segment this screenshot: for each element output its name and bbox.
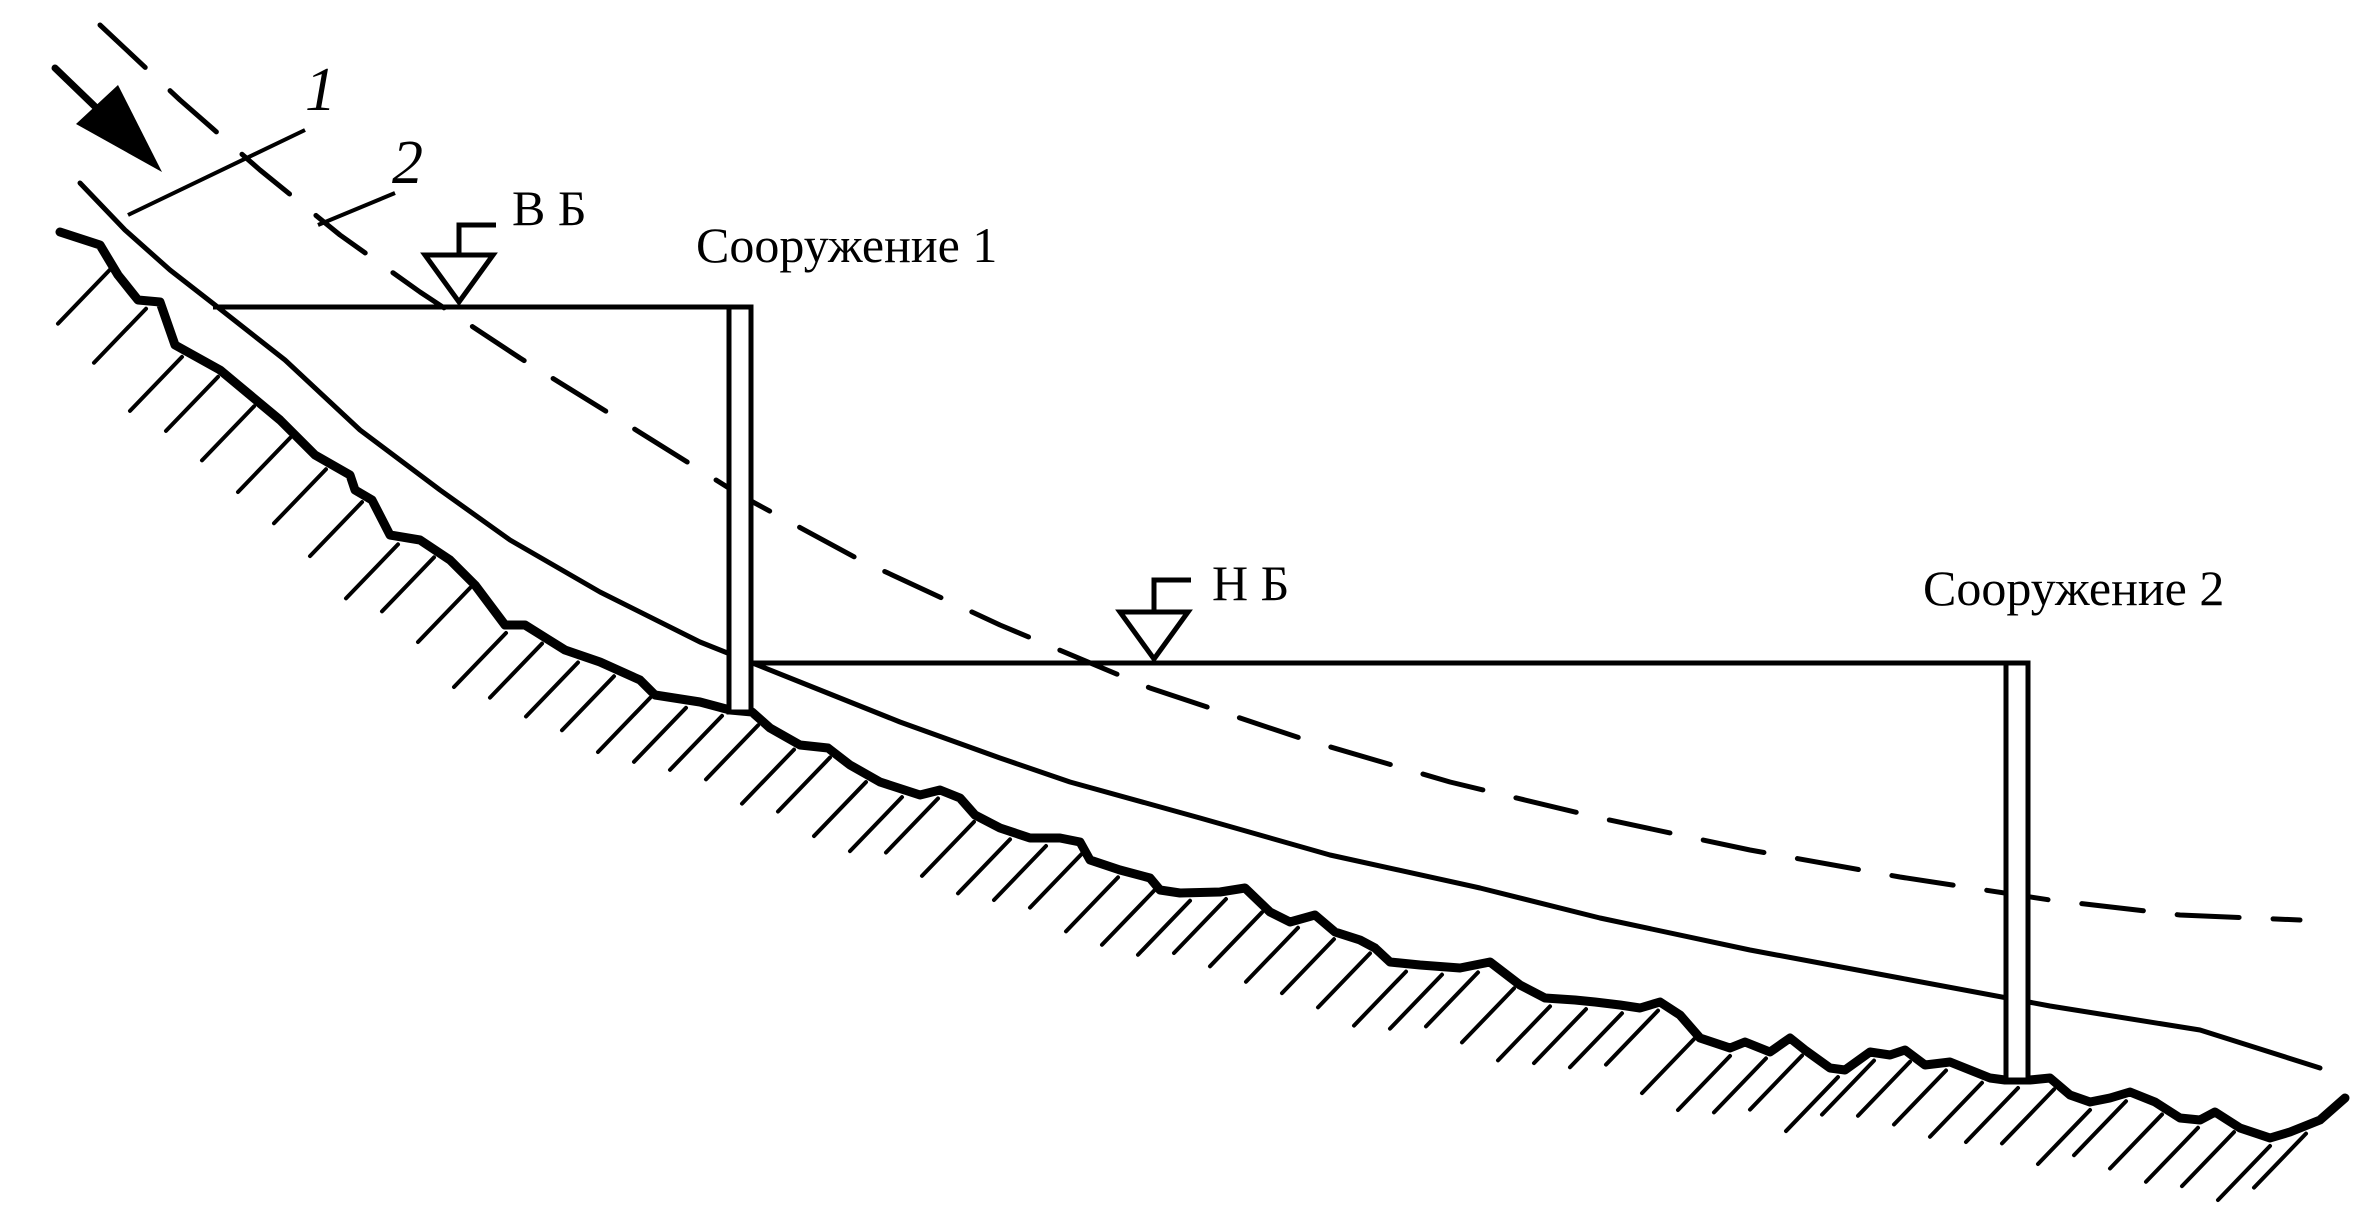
leader-line-1 xyxy=(127,128,306,217)
water-surface-line-1 xyxy=(77,180,2323,1071)
hatch-stroke xyxy=(1460,986,1516,1045)
structure-1-wall xyxy=(726,304,754,715)
hatch-stroke xyxy=(2108,1112,2164,1171)
hatch-stroke xyxy=(776,755,832,814)
structure-1-label: Сооружение 1 xyxy=(696,217,997,273)
hatch-stroke xyxy=(1784,1075,1840,1134)
hatch-stroke xyxy=(272,467,328,526)
hatch-stroke xyxy=(1064,875,1120,934)
hatch-stroke xyxy=(1316,951,1372,1010)
hatch-stroke xyxy=(1424,970,1480,1029)
hatch-stroke xyxy=(452,631,508,689)
hatch-stroke xyxy=(668,713,724,772)
hatch-stroke xyxy=(1928,1080,1984,1139)
line-2-label: 2 xyxy=(392,129,423,197)
hatch-stroke xyxy=(2000,1087,2056,1146)
hatch-stroke xyxy=(1388,972,1444,1031)
hatch-stroke xyxy=(2252,1131,2308,1190)
hatch-stroke xyxy=(1568,1011,1624,1070)
hatch-stroke xyxy=(308,500,364,559)
hatch-stroke xyxy=(740,747,796,806)
hatch-stroke xyxy=(1028,851,1084,910)
hatch-stroke xyxy=(1856,1059,1912,1118)
hatch-stroke xyxy=(704,723,760,782)
flow-direction-arrow xyxy=(51,64,162,172)
hatch-stroke xyxy=(2216,1144,2272,1202)
hatch-stroke xyxy=(344,542,400,601)
hatch-stroke xyxy=(1496,1004,1552,1063)
hatch-stroke xyxy=(2036,1108,2092,1166)
hatch-stroke xyxy=(56,267,112,326)
hatch-stroke xyxy=(488,641,544,700)
hatch-stroke xyxy=(200,404,256,463)
ground-profile xyxy=(55,227,2350,1143)
hatch-stroke xyxy=(1244,925,1300,984)
hatch-stroke xyxy=(1280,937,1336,996)
hatch-stroke xyxy=(596,696,652,754)
hatch-stroke xyxy=(1100,888,1156,947)
hatch-stroke xyxy=(524,660,580,719)
hatch-stroke xyxy=(920,819,976,878)
structure-2-label: Сооружение 2 xyxy=(1923,560,2224,616)
hatch-stroke xyxy=(1820,1058,1876,1117)
hatch-stroke xyxy=(1532,1007,1588,1066)
hatch-stroke xyxy=(2180,1130,2236,1189)
hatch-stroke xyxy=(164,374,220,433)
hatch-stroke xyxy=(2072,1099,2128,1158)
hatch-stroke xyxy=(1712,1056,1768,1115)
dashed-line-2 xyxy=(97,22,2303,923)
hatch-stroke xyxy=(1208,910,1264,969)
upper-pool-label: В Б xyxy=(512,180,587,236)
hatch-stroke xyxy=(1136,898,1192,957)
hatch-stroke xyxy=(992,844,1048,902)
hatch-stroke xyxy=(1172,897,1228,956)
hatch-stroke xyxy=(128,354,184,413)
leader-line-2 xyxy=(317,191,396,227)
hatch-stroke xyxy=(380,555,436,614)
line-1-label: 1 xyxy=(305,56,336,124)
hatch-stroke xyxy=(884,796,940,855)
hatch-stroke xyxy=(2144,1125,2200,1184)
hatch-stroke xyxy=(92,306,148,365)
hatch-stroke xyxy=(1748,1053,1804,1112)
hatch-stroke xyxy=(848,795,904,854)
hatch-stroke xyxy=(1676,1054,1732,1112)
hatch-stroke xyxy=(560,674,616,733)
hatch-stroke xyxy=(812,780,868,839)
hatch-stroke xyxy=(1352,969,1408,1028)
hatch-stroke xyxy=(1964,1086,2020,1144)
hatch-stroke xyxy=(236,436,292,494)
hatch-stroke xyxy=(416,586,472,644)
upper-pool-level-marker-icon xyxy=(420,222,498,307)
lower-pool-label: Н Б xyxy=(1212,555,1289,611)
hatch-stroke xyxy=(956,837,1012,896)
hatch-stroke xyxy=(1640,1037,1696,1096)
hatch-stroke xyxy=(632,705,688,764)
lower-pool-level-marker-icon xyxy=(1115,577,1193,664)
ground-hatching xyxy=(56,267,2308,1202)
structure-2-wall xyxy=(2003,660,2031,1083)
hatch-stroke xyxy=(1604,1008,1660,1067)
hatch-stroke xyxy=(1892,1068,1948,1127)
